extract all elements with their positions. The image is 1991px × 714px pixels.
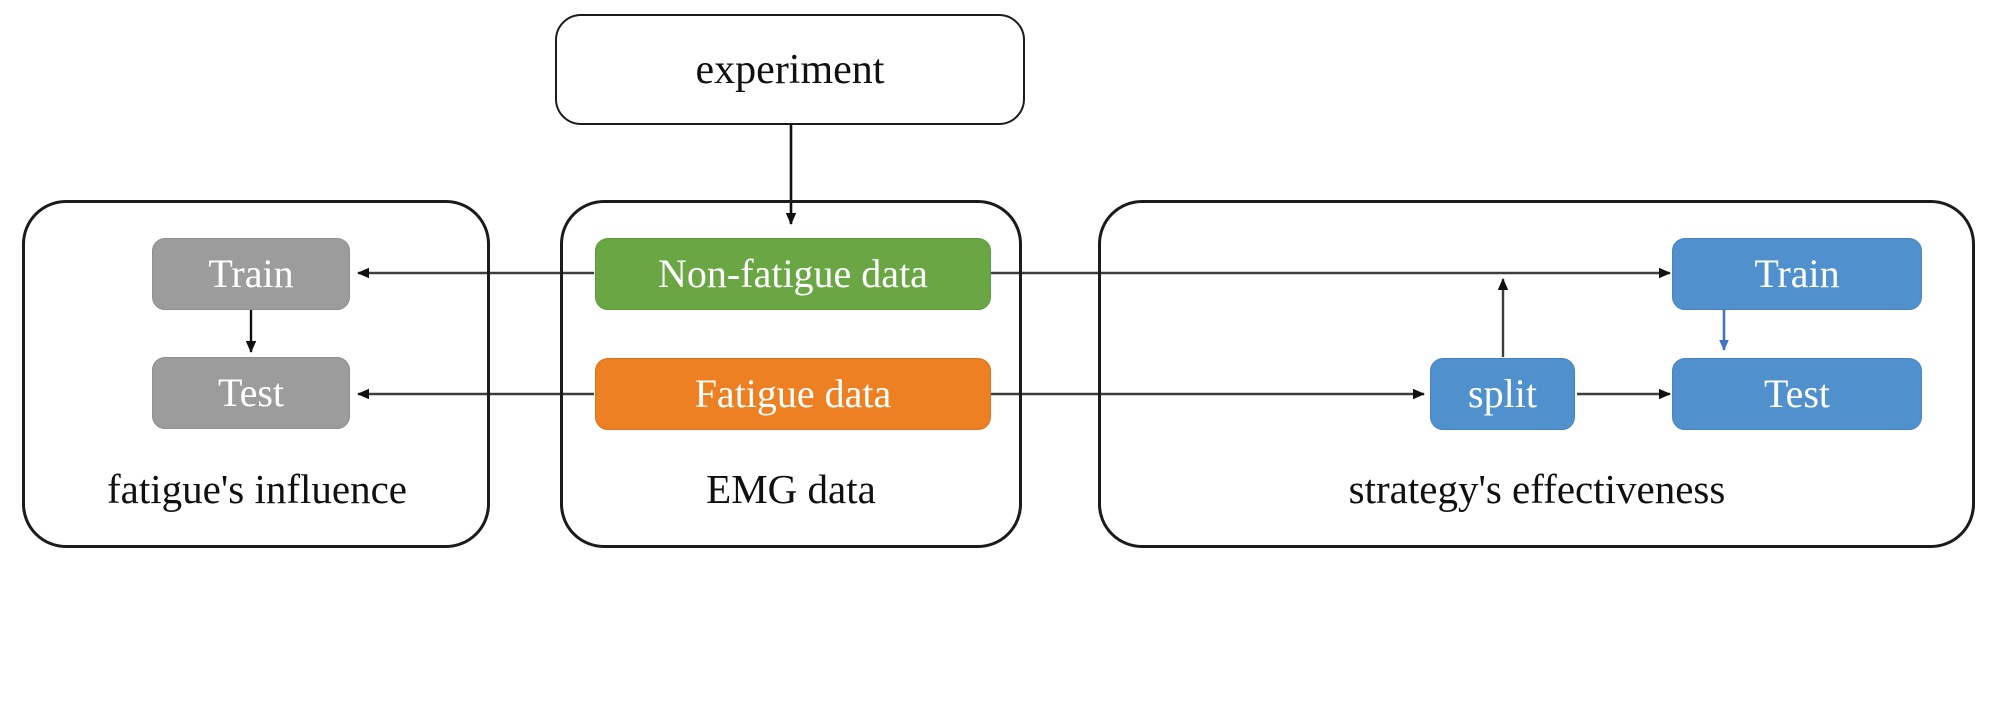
panel-label-fatigues-influence: fatigue's influence	[62, 467, 452, 512]
node-right-test[interactable]: Test	[1672, 358, 1922, 430]
panel-label-emg-data: EMG data	[600, 467, 982, 512]
panel-strategys-effectiveness	[1098, 200, 1975, 548]
panel-label-strategys-effectiveness: strategy's effectiveness	[1128, 467, 1946, 512]
node-fatigue-data[interactable]: Fatigue data	[595, 358, 991, 430]
panel-fatigues-influence	[22, 200, 490, 548]
node-non-fatigue-data[interactable]: Non-fatigue data	[595, 238, 991, 310]
node-left-train[interactable]: Train	[152, 238, 350, 310]
node-right-train[interactable]: Train	[1672, 238, 1922, 310]
node-experiment[interactable]: experiment	[555, 14, 1025, 125]
node-left-test[interactable]: Test	[152, 357, 350, 429]
node-split[interactable]: split	[1430, 358, 1575, 430]
